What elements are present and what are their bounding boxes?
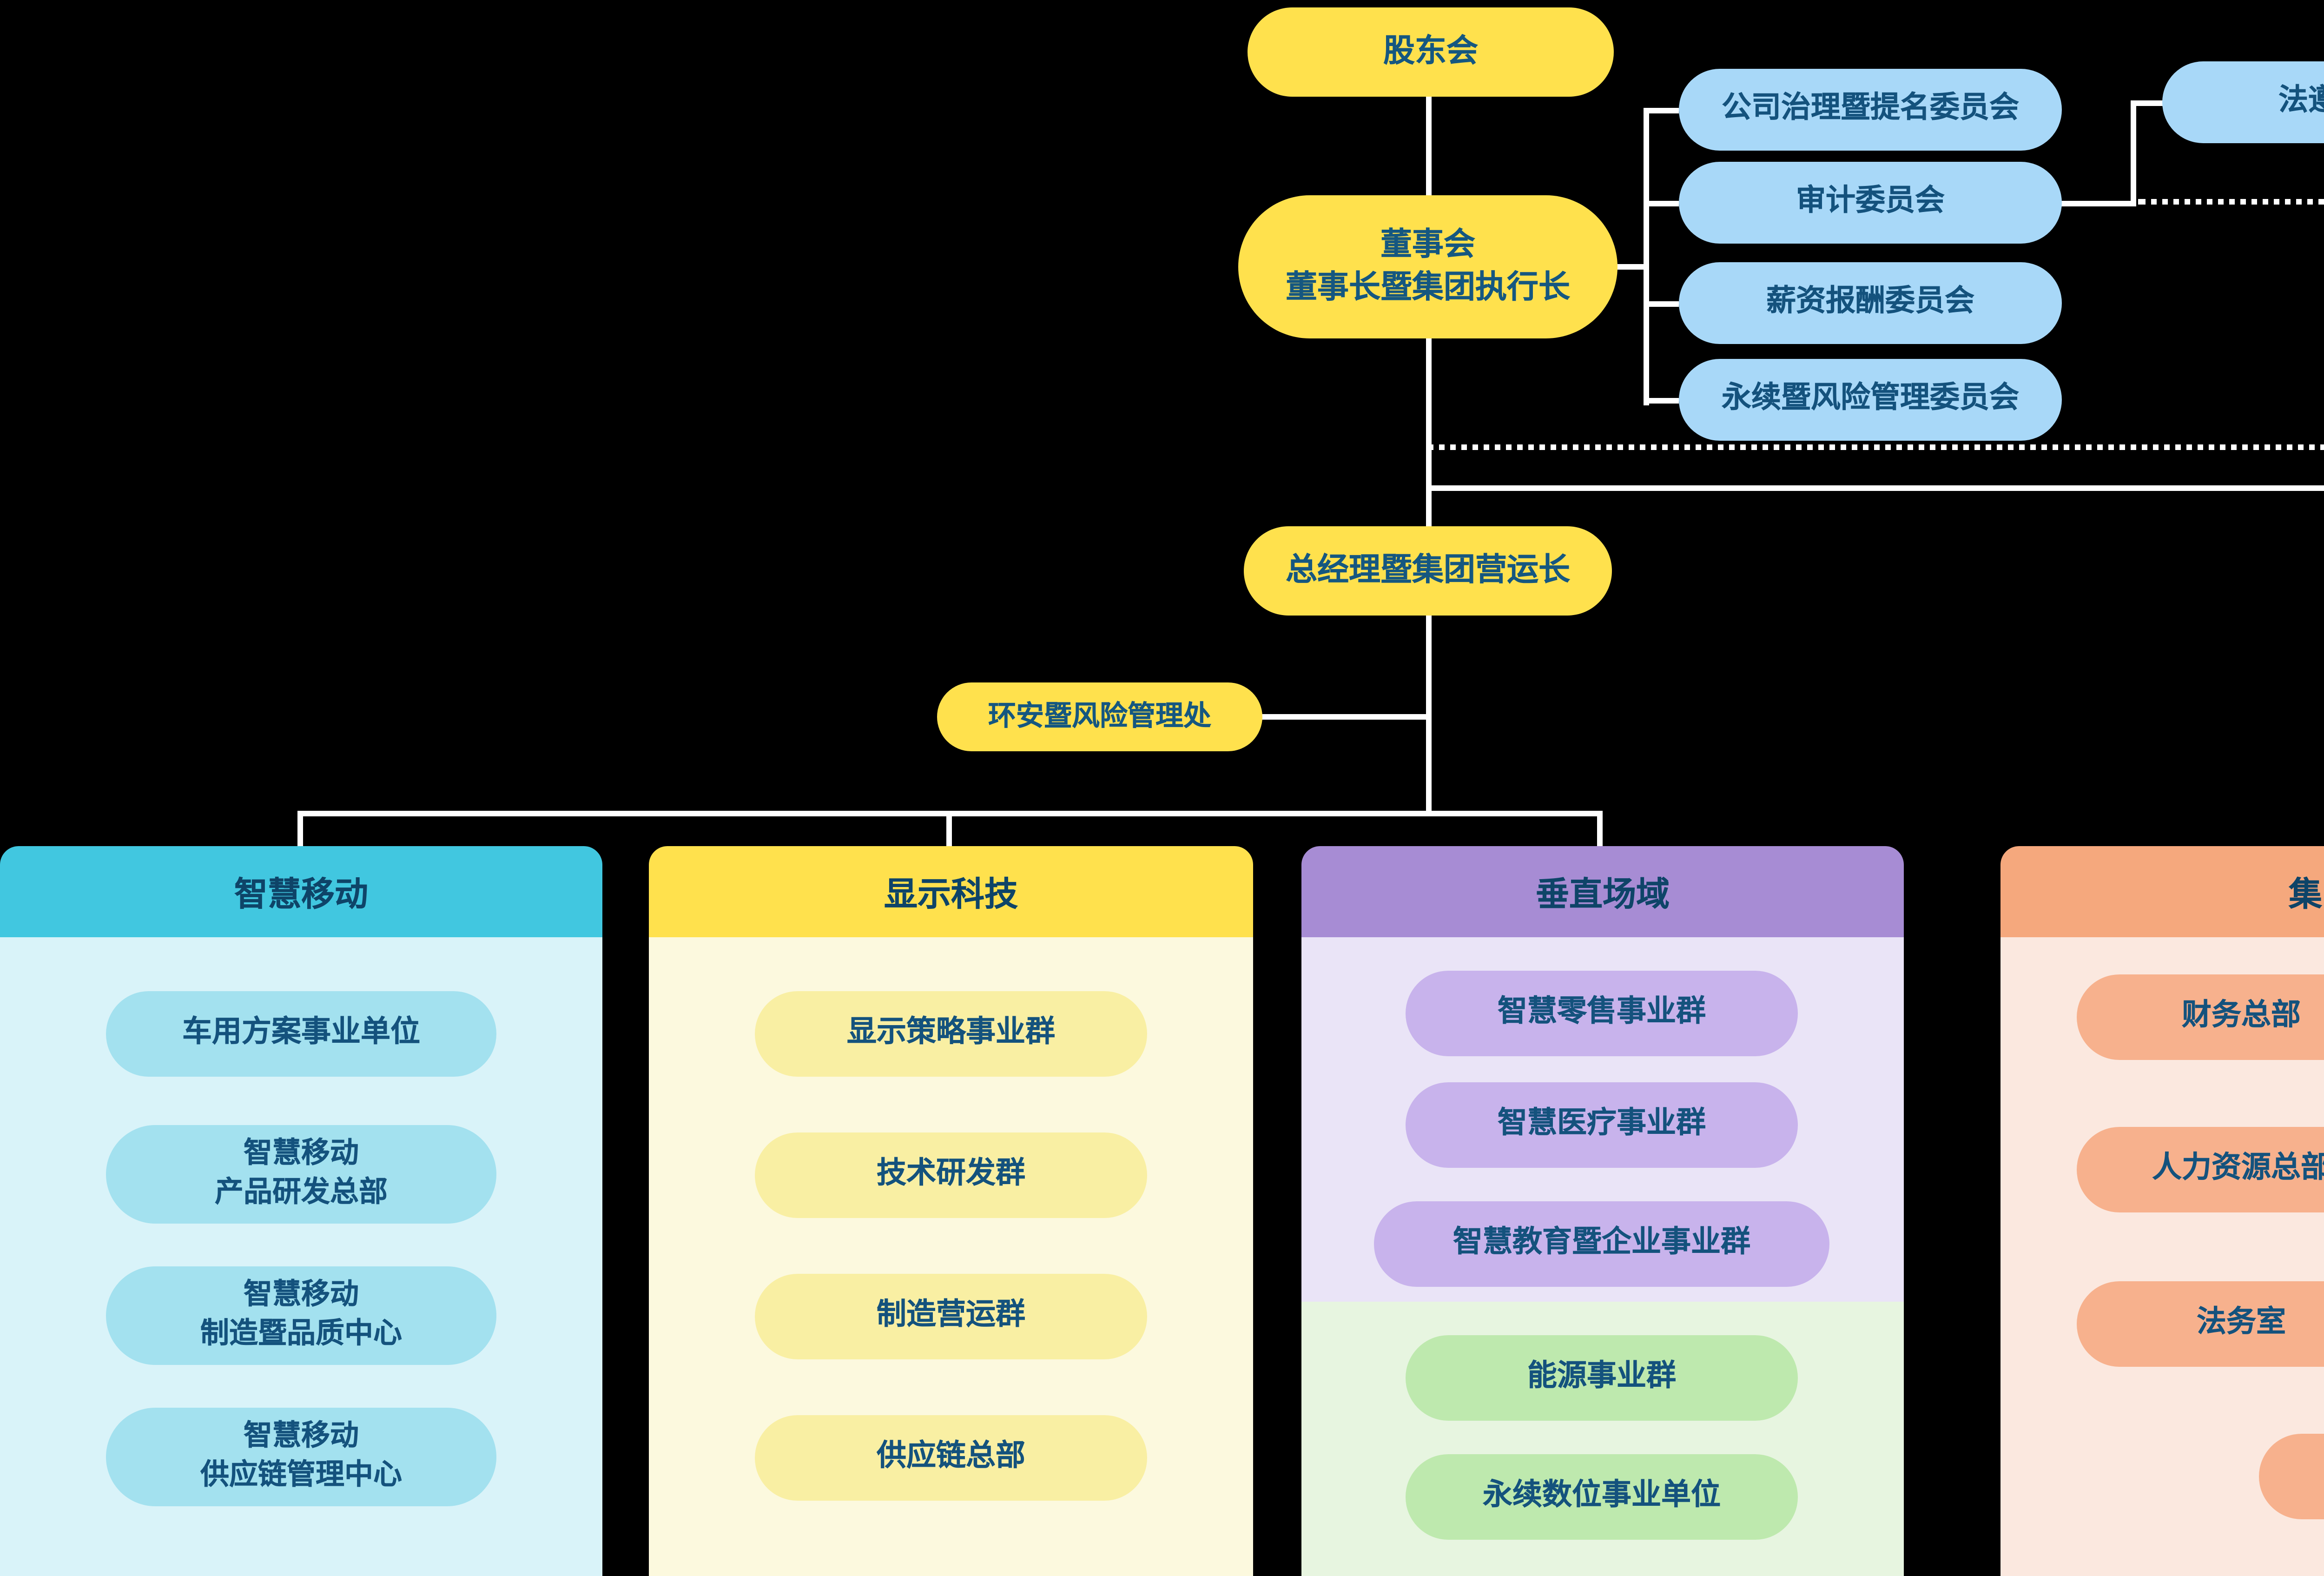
connector-board-president (1425, 335, 1431, 528)
pill-label: 智慧教育暨企业事业群 (1452, 1226, 1750, 1258)
pill-smart-retail: 智慧零售事业群 (1406, 971, 1798, 1056)
pill-label-line2: 供应链管理中心 (200, 1459, 402, 1490)
pill-label: 人力资源总部 (2152, 1152, 2324, 1184)
column-display-tech: 显示科技 显示策略事业群 技术研发群 制造营运群 供应链总部 (649, 846, 1253, 1576)
shareholders-node: 股东会 (1248, 7, 1614, 97)
pill-label: 技术研发群 (876, 1158, 1025, 1190)
pill-label: 制造营运群 (876, 1299, 1025, 1331)
pill-supply-chain-hq: 供应链总部 (755, 1415, 1147, 1501)
connector-shareholders-board (1425, 97, 1431, 197)
pill-legal-office: 法务室 (2077, 1281, 2324, 1367)
pill-automotive-solutions: 车用方案事业单位 (106, 991, 496, 1077)
pill-label: 能源事业群 (1527, 1360, 1676, 1392)
board-node: 董事会 董事长暨集团执行长 (1238, 195, 1618, 338)
connector-audit-compliance-h (2056, 200, 2136, 205)
pill-hr-hq: 人力资源总部 (2077, 1127, 2324, 1212)
connector-drop-display (945, 810, 951, 849)
pill-label: 智慧零售事业群 (1497, 996, 1706, 1028)
pill-mobility-mfg-quality: 智慧移动 制造暨品质中心 (106, 1266, 496, 1365)
committee-compensation-node: 薪资报酬委员会 (1679, 262, 2062, 344)
connector-compliance-stub (2131, 99, 2168, 105)
pill-label: 永续数位事业单位 (1482, 1479, 1721, 1511)
president-node: 总经理暨集团营运长 (1244, 526, 1612, 616)
connector-board-bracket (1610, 263, 1644, 269)
column-display-tech-header: 显示科技 (649, 846, 1253, 937)
pill-label-line1: 智慧移动 (243, 1421, 359, 1453)
committee-compensation-label: 薪资报酬委员会 (1766, 287, 1974, 319)
connector-committee-bracket (1644, 107, 1649, 404)
pill-label: 供应链总部 (876, 1440, 1025, 1472)
pill-label-line2: 制造暨品质中心 (200, 1318, 402, 1349)
pill-tech-rnd: 技术研发群 (755, 1132, 1147, 1218)
connector-committee-1 (1644, 107, 1679, 113)
ehs-risk-label: 环安暨风险管理处 (988, 700, 1211, 732)
column-vertical-domains: 垂直场域 智慧零售事业群 智慧医疗事业群 智慧教育暨企业事业群 能源事业群 永续… (1301, 846, 1904, 1576)
connector-ehs (1259, 713, 1428, 719)
pill-internal-audit: 稽核管理处 (2259, 1434, 2324, 1519)
column-smart-mobility-header: 智慧移动 (0, 846, 602, 937)
committee-audit-label: 审计委员会 (1796, 186, 1945, 219)
ehs-risk-node: 环安暨风险管理处 (937, 682, 1262, 751)
pill-display-strategy: 显示策略事业群 (755, 991, 1147, 1077)
compliance-counsel-label: 法遵总顾问 (2278, 86, 2324, 118)
pill-label: 智慧医疗事业群 (1497, 1107, 1706, 1139)
committee-governance-label: 公司治理暨提名委员会 (1721, 93, 2019, 126)
president-label: 总经理暨集团营运长 (1286, 552, 1570, 588)
pill-smart-education-enterprise: 智慧教育暨企业事业群 (1374, 1201, 1829, 1287)
pill-mobility-rnd-hq: 智慧移动 产品研发总部 (106, 1125, 496, 1224)
shareholders-label: 股东会 (1383, 33, 1478, 69)
pill-label: 车用方案事业单位 (182, 1016, 420, 1048)
committee-sustainability-node: 永续暨风险管理委员会 (1679, 359, 2062, 441)
board-label-line2: 董事长暨集团执行长 (1286, 269, 1570, 304)
connector-audit-compliance-v (2131, 99, 2136, 205)
pill-mobility-supply-chain: 智慧移动 供应链管理中心 (106, 1408, 496, 1506)
connector-committee-3 (1644, 300, 1679, 306)
pill-energy-business: 能源事业群 (1406, 1335, 1798, 1421)
committee-audit-node: 审计委员会 (1679, 162, 2062, 244)
board-label-line1: 董事会 (1380, 227, 1475, 263)
dotted-compliance-trunk (1425, 444, 2324, 449)
pill-label-line1: 智慧移动 (243, 1280, 359, 1312)
pill-finance-hq: 财务总部 (2077, 974, 2324, 1060)
dotted-audit-right (2138, 198, 2324, 204)
pill-label: 财务总部 (2181, 1000, 2301, 1032)
column-group-support-header: 集团营运支援单位 (2000, 846, 2324, 937)
pill-smart-medical: 智慧医疗事业群 (1406, 1082, 1798, 1168)
column-smart-mobility: 智慧移动 车用方案事业单位 智慧移动 产品研发总部 智慧移动 制造暨品质中心 智… (0, 846, 602, 1576)
pill-mfg-operations: 制造营运群 (755, 1274, 1147, 1359)
column-group-support: 集团营运支援单位 财务总部 数位技术发展总部 人力资源总部 永续发展总部 法务室… (2000, 846, 2324, 1576)
column-vertical-domains-header: 垂直场域 (1301, 846, 1904, 937)
pill-sustainable-digital: 永续数位事业单位 (1406, 1454, 1798, 1540)
connector-drop-vertical (1597, 810, 1603, 849)
connector-drop-mobility (297, 810, 302, 849)
committee-sustainability-label: 永续暨风险管理委员会 (1721, 384, 2019, 416)
committee-governance-node: 公司治理暨提名委员会 (1679, 69, 2062, 151)
connector-committee-2 (1644, 200, 1679, 205)
pill-label: 法务室 (2196, 1306, 2286, 1338)
pill-label-line1: 智慧移动 (243, 1139, 359, 1171)
connector-committee-4 (1644, 397, 1679, 403)
compliance-counsel-node: 法遵总顾问 (2162, 61, 2324, 143)
connector-president-trunk (1425, 612, 1431, 814)
pill-label: 显示策略事业群 (846, 1016, 1055, 1048)
connector-support-branch-h (1425, 484, 2324, 490)
pill-label-line2: 产品研发总部 (214, 1176, 388, 1208)
